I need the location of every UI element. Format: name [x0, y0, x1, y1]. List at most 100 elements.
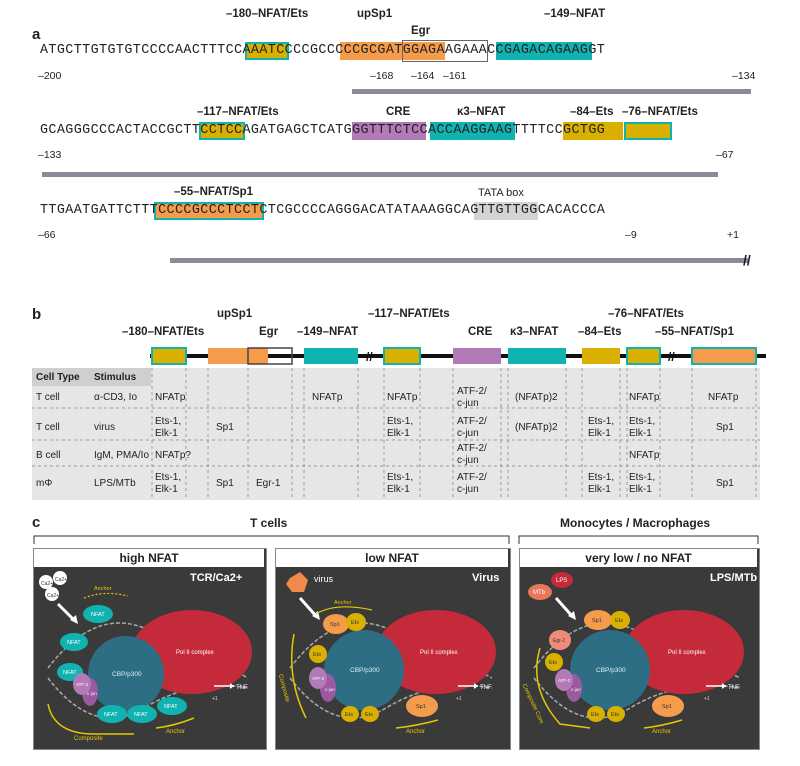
- cell-180: NFATp: [155, 392, 186, 403]
- cell-180: Ets-1, Elk-1: [155, 416, 182, 439]
- header-cell-type: Cell Type: [36, 372, 80, 383]
- cell-cre: ATF-2/ c-jun: [457, 386, 487, 409]
- cell-type: T cell: [36, 422, 60, 433]
- panel-a-letter: a: [32, 26, 41, 43]
- tf-node: Sp1: [330, 622, 340, 628]
- cell-k3: (NFATp)2: [515, 392, 558, 403]
- group-monocytes: Monocytes / Macrophages: [560, 516, 711, 530]
- stim-lps: LPS/MTb: [710, 572, 758, 584]
- cell-55: Sp1: [716, 478, 734, 489]
- sequence-row2: GCAGGGCCCACTACCGCTTCCTCCAGATGAGCTCATGGGT…: [40, 123, 606, 138]
- cell-149: NFATp: [312, 392, 343, 403]
- label-tata: TATA box: [478, 187, 524, 199]
- cell-stim: LPS/MTb: [94, 478, 136, 489]
- cell-76: NFATp: [629, 392, 660, 403]
- tf-node: NFAT: [134, 712, 148, 718]
- b-label-149: –149–NFAT: [297, 326, 359, 338]
- anchor-label: Anchor: [652, 729, 671, 735]
- cell-sp1: Sp1: [216, 422, 234, 433]
- tf-node: Ets: [611, 712, 619, 718]
- box-180: [245, 42, 289, 60]
- panel-b-letter: b: [32, 306, 42, 323]
- tf-node: NFAT: [104, 712, 118, 718]
- cell-type: mΦ: [36, 478, 53, 489]
- cbp-label: CBP/p300: [596, 667, 626, 674]
- label-149-nfat: –149–NFAT: [544, 8, 606, 20]
- coverage-bar-row1: [352, 89, 751, 94]
- tnf-label: TNF: [480, 685, 492, 691]
- binding-table: [32, 368, 760, 500]
- cell-55: NFATp: [708, 392, 739, 403]
- sequence-row1: ATGCTTGTGTGTCCCCAACTTTCCAAATCCCCGCCCCCGC…: [40, 43, 606, 58]
- pol-label: Pol II complex: [420, 650, 458, 656]
- composite-label: Composite: [277, 674, 290, 704]
- virus-label: virus: [314, 574, 334, 584]
- b-label-180: –180–NFAT/Ets: [122, 326, 205, 338]
- cell-84: Ets-1, Elk-1: [588, 416, 615, 439]
- pos-164: –164: [411, 70, 435, 82]
- pos-134: –134: [732, 70, 756, 82]
- cbp-label: CBP/p300: [350, 667, 380, 674]
- mtb-label: MTb: [533, 590, 546, 596]
- anchor-label: Anchor: [406, 729, 425, 735]
- pos-67: –67: [716, 149, 734, 161]
- tnf-label: TNF: [236, 685, 248, 691]
- b-label-55: –55–NFAT/Sp1: [655, 326, 735, 338]
- cell-stim: IgM, PMA/Io: [94, 450, 150, 461]
- diagram-high-nfat: Ca2+ Ca2+ Ca2+ Pol II complex CBP/p300 N…: [39, 571, 252, 742]
- anchor-label: Anchor: [166, 729, 185, 735]
- pos-133: –133: [38, 149, 62, 161]
- pos-9: –9: [625, 229, 637, 241]
- label-55-nfat-sp1: –55–NFAT/Sp1: [174, 186, 254, 198]
- ca-ion: Ca2+: [41, 581, 53, 587]
- label-egr: Egr: [411, 25, 431, 37]
- pos-161: –161: [443, 70, 467, 82]
- box-55: [154, 202, 264, 220]
- label-117-nfat-ets: –117–NFAT/Ets: [197, 106, 279, 118]
- sequence-row3: TTGAATGATTCTTTCCCCGCCCTCCTCTCGCCCCAGGGAC…: [40, 203, 606, 218]
- tf-node: ATF-2: [558, 678, 571, 683]
- cell-stim: virus: [94, 422, 116, 433]
- tf-node: Ets: [615, 618, 623, 624]
- cell-egr: Egr-1: [256, 478, 281, 489]
- b-label-117: –117–NFAT/Ets: [368, 308, 450, 320]
- title-high-nfat: high NFAT: [34, 549, 264, 567]
- cell-117: Ets-1, Elk-1: [387, 472, 414, 495]
- tf-node: NFAT: [164, 704, 178, 710]
- b-label-84: –84–Ets: [578, 326, 622, 338]
- cell-type: B cell: [36, 450, 61, 461]
- cell-k3: (NFATp)2: [515, 422, 558, 433]
- label-84-ets: –84–Ets: [570, 106, 614, 118]
- header-stimulus: Stimulus: [94, 372, 137, 383]
- group-brackets: [33, 535, 759, 544]
- box-upsp1: [340, 42, 445, 60]
- cell-117: Ets-1, Elk-1: [387, 416, 414, 439]
- label-upsp1: upSp1: [357, 8, 393, 20]
- cell-180: Ets-1, Elk-1: [155, 472, 182, 495]
- tf-node: c-jun: [325, 687, 335, 692]
- panel-c-letter: c: [32, 514, 41, 531]
- coverage-bar-row2: [42, 172, 718, 177]
- tf-node: Sp1: [416, 704, 426, 710]
- box-76: [624, 122, 672, 140]
- box-117: [199, 122, 245, 140]
- plus1-label: +1: [212, 696, 218, 702]
- label-k3-nfat: κ3–NFAT: [457, 106, 506, 118]
- tf-node: NFAT: [67, 640, 81, 646]
- tf-node: ATF-2: [312, 676, 325, 681]
- cell-cre: ATF-2/ c-jun: [457, 472, 487, 495]
- tf-node: Sp1: [662, 704, 672, 710]
- cell-55: Sp1: [716, 422, 734, 433]
- tf-node: Ets: [365, 712, 373, 718]
- tf-node: c-jun: [87, 691, 97, 696]
- coverage-bar-row3: [170, 258, 748, 263]
- table-grid: [32, 368, 760, 500]
- composite-label: Composite Core: [521, 683, 545, 725]
- ca-ion: Ca2+: [55, 577, 67, 583]
- box-k3: [430, 122, 515, 140]
- cell-180: NFATp?: [155, 450, 191, 461]
- tf-node: Ets: [549, 660, 557, 666]
- anchor-label: Anchor: [94, 586, 112, 592]
- cell-117: NFATp: [387, 392, 418, 403]
- group-t-cells: T cells: [250, 516, 288, 530]
